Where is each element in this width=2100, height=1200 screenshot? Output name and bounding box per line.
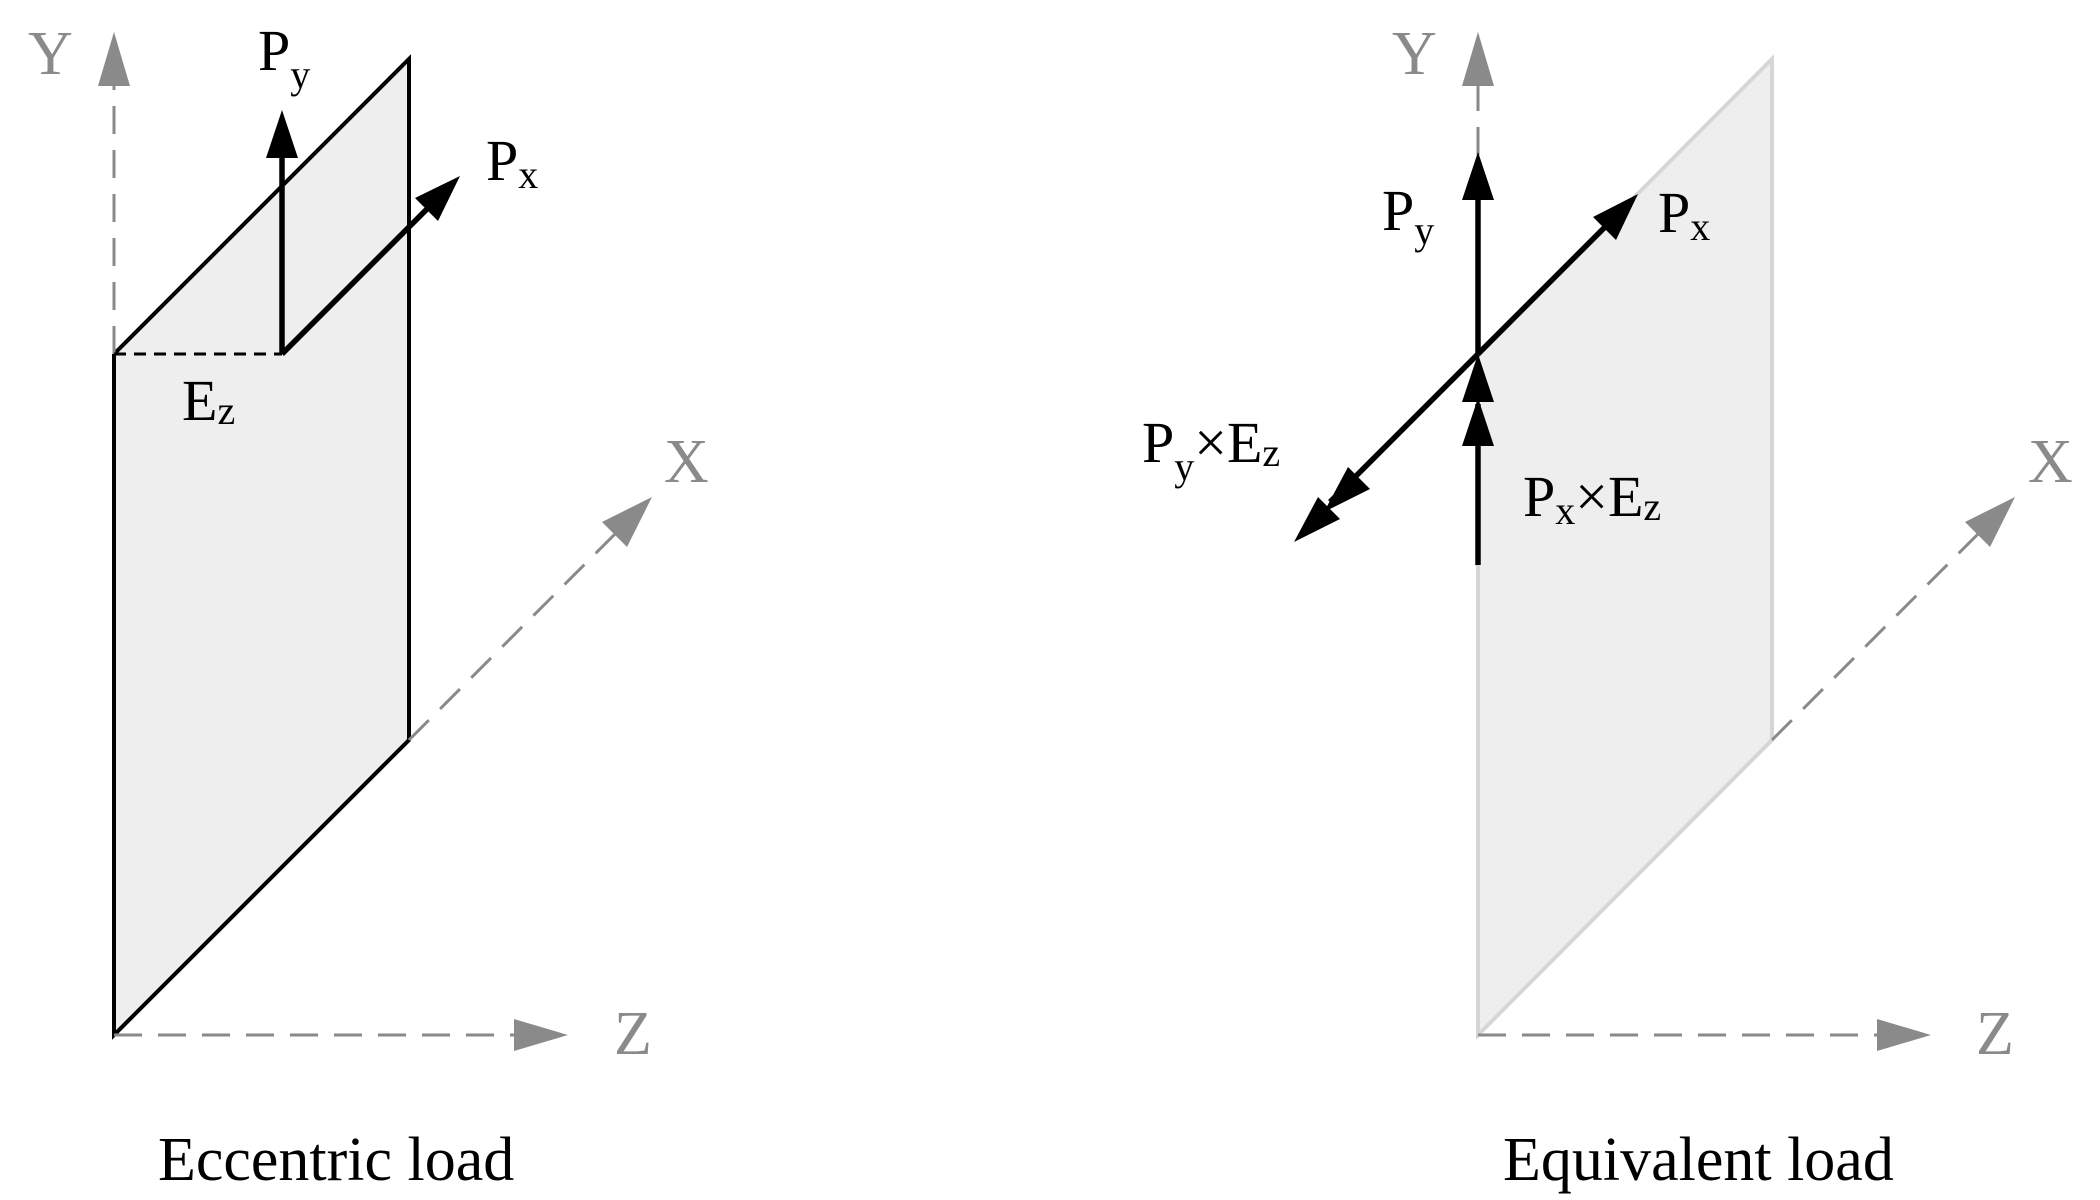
px-ez-moment-arrowhead-2 [1462,398,1494,446]
eccentric-load-panel: Y X Z Ez Py Px Eccentric load [28,18,709,1194]
py-force-arrowhead [1462,152,1494,200]
equivalent-load-caption: Equivalent load [1503,1126,1894,1194]
px-force-line [1476,222,1610,356]
y-axis-arrowhead [98,32,130,86]
x-axis-label: X [2028,428,2073,496]
px-label: Px [1658,180,1710,249]
px-force-arrowhead [415,176,460,221]
px-force-line [280,204,432,356]
eccentric-load-caption: Eccentric load [158,1126,514,1194]
z-axis-arrowhead [1877,1019,1931,1051]
x-axis-dashed [1770,529,1983,742]
z-axis-arrowhead [514,1019,568,1051]
px-ez-moment-arrowhead-1 [1462,354,1494,402]
py-ez-moment-arrowhead-2 [1324,467,1370,512]
px-label: Px [486,128,538,197]
x-axis-arrowhead [602,497,652,547]
equivalent-load-panel: Y X Z Py Px Px×Ez Py×E [1142,20,2073,1194]
py-label: Py [1382,178,1434,253]
py-force-arrowhead [266,110,298,158]
py-ez-label: Py×Ez [1142,410,1280,489]
px-ez-label: Px×Ez [1523,464,1661,533]
y-axis-label: Y [1392,20,1437,88]
py-label: Py [258,18,310,97]
x-axis-label: X [664,428,709,496]
x-axis-arrowhead [1965,497,2015,547]
plate-face-faded [1478,59,1772,1035]
z-axis-label: Z [614,1000,652,1068]
y-axis-arrowhead [1462,32,1494,86]
y-axis-label: Y [28,20,73,88]
px-force-arrowhead [1593,194,1638,240]
z-axis-label: Z [1976,1000,2014,1068]
x-axis [407,529,620,742]
ez-label: Ez [182,368,235,433]
